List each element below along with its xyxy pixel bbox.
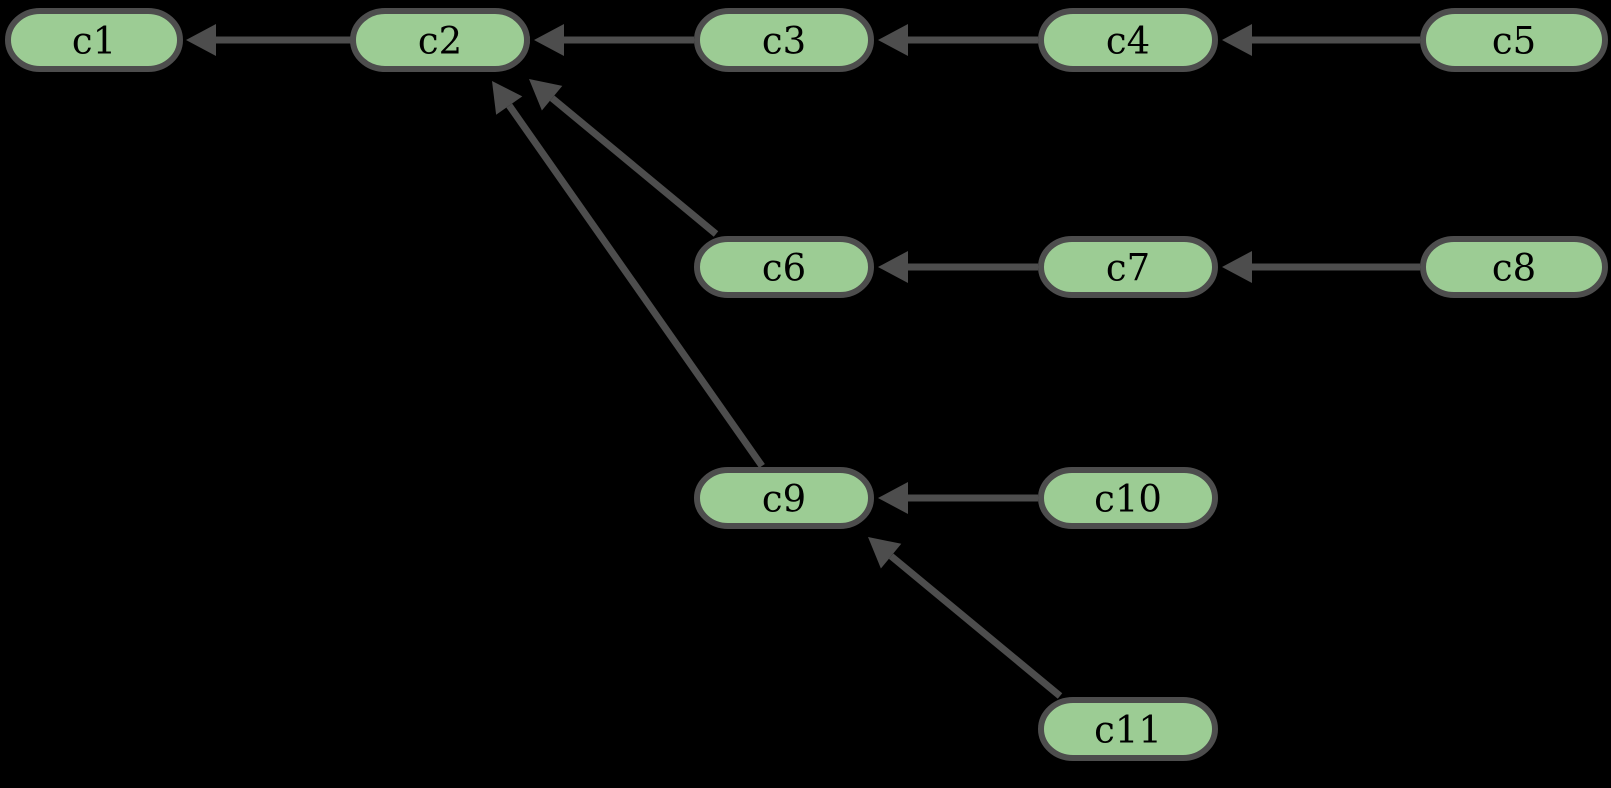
commit-node-c7[interactable]: c7 <box>1038 236 1218 298</box>
commit-node-c11[interactable]: c11 <box>1038 697 1218 761</box>
commit-node-c2[interactable]: c2 <box>350 8 530 72</box>
edge-line <box>549 95 719 237</box>
commit-node-c3[interactable]: c3 <box>694 8 874 72</box>
commit-node-shape <box>1038 467 1218 529</box>
commit-node-c5[interactable]: c5 <box>1420 8 1608 72</box>
edge-arrowhead <box>186 24 216 56</box>
edge-arrowhead <box>529 79 563 111</box>
edge-c9-to-c2 <box>492 81 765 469</box>
edge-arrowhead <box>878 482 908 514</box>
nodes-layer: c1 c2 c3 c4 c5 c6 c7 c8 c9 c10 c11 <box>5 8 1608 761</box>
commit-node-shape <box>694 467 874 529</box>
edge-arrowhead <box>878 251 908 283</box>
commit-node-c10[interactable]: c10 <box>1038 467 1218 529</box>
commit-node-c8[interactable]: c8 <box>1420 236 1608 298</box>
edge-c5-to-c4 <box>1222 24 1420 56</box>
edge-line <box>888 553 1063 699</box>
commit-node-shape <box>1038 697 1218 761</box>
edge-arrowhead <box>878 24 908 56</box>
edge-c11-to-c9 <box>868 537 1063 699</box>
commit-node-shape <box>1420 236 1608 298</box>
commit-node-c1[interactable]: c1 <box>5 8 183 72</box>
edge-c4-to-c3 <box>878 24 1038 56</box>
commit-node-shape <box>350 8 530 72</box>
commit-node-shape <box>694 8 874 72</box>
edge-c7-to-c6 <box>878 251 1038 283</box>
commit-node-c4[interactable]: c4 <box>1038 8 1218 72</box>
commit-node-c9[interactable]: c9 <box>694 467 874 529</box>
commit-node-shape <box>5 8 183 72</box>
edge-c10-to-c9 <box>878 482 1038 514</box>
edge-arrowhead <box>1222 251 1252 283</box>
edge-c6-to-c2 <box>529 79 719 237</box>
edge-c8-to-c7 <box>1222 251 1420 283</box>
edge-line <box>506 103 765 469</box>
commit-node-shape <box>1038 236 1218 298</box>
edge-c3-to-c2 <box>534 24 694 56</box>
edges-layer <box>186 24 1420 699</box>
edge-arrowhead <box>534 24 564 56</box>
commit-node-c6[interactable]: c6 <box>694 236 874 298</box>
edge-arrowhead <box>868 537 902 569</box>
commit-node-shape <box>1420 8 1608 72</box>
commit-node-shape <box>1038 8 1218 72</box>
edge-arrowhead <box>1222 24 1252 56</box>
edge-arrowhead <box>492 81 523 115</box>
commit-node-shape <box>694 236 874 298</box>
